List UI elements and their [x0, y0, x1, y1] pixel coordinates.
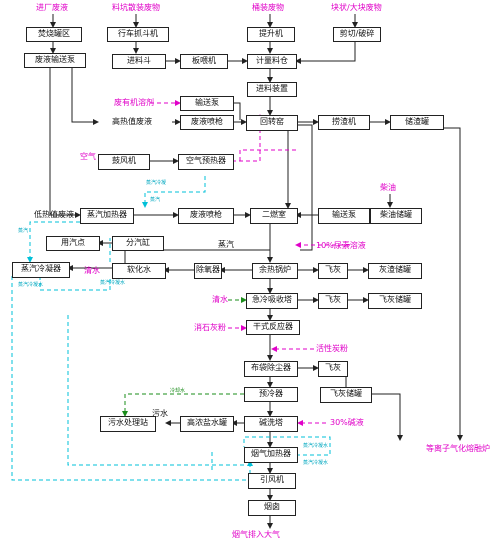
steam-line — [27, 221, 80, 263]
slag-remover-box: 捞渣机 — [318, 115, 370, 130]
flue-heater-box: 烟气加热器 — [244, 447, 298, 463]
steam-users-box: 用汽点 — [46, 236, 100, 251]
dry-reactor-box: 干式反应器 — [246, 320, 300, 335]
water2-label: 清水 — [212, 295, 228, 304]
steam-tiny-label-4: 蒸汽冷凝水 — [100, 280, 126, 286]
pre-cool-box: 预冷器 — [244, 387, 298, 402]
steam-line — [67, 315, 244, 466]
shredder-box: 剪切/破碎 — [333, 27, 381, 42]
steam-line — [142, 176, 206, 208]
nozzle2-box: 废液喷枪 — [178, 208, 234, 224]
ash-tank3-box: 飞灰储罐 — [320, 387, 372, 403]
condenser-box: 蒸汽冷凝器 — [12, 262, 70, 278]
wastewater-box: 污水处理站 — [100, 416, 156, 432]
flow-line — [71, 65, 99, 125]
flow-line — [157, 245, 271, 262]
water-line — [122, 393, 244, 417]
quench-box: 急冷吸收塔 — [246, 293, 298, 309]
waste-pump-box: 废液输送泵 — [24, 53, 86, 68]
input-drum-waste: 料坑散装废物 — [112, 3, 160, 12]
urea-label: 10%尿素溶液 — [316, 241, 366, 250]
air-label: 空气 — [80, 152, 96, 161]
steam-tiny-label-1: 蒸汽 — [150, 197, 161, 203]
caustic-label: 30%碱液 — [330, 418, 364, 427]
steam-tiny-label-3: 蒸汽冷凝水 — [18, 282, 44, 288]
brine-tank-box: 高浓盐水罐 — [180, 416, 234, 432]
steam-line — [11, 276, 253, 481]
sewage-label: 污水 — [152, 409, 168, 418]
exhaust-label: 烟气排入大气 — [232, 530, 280, 539]
ash2-box: 飞灰 — [318, 293, 348, 309]
steam-tiny-label-6: 蒸汽冷凝水 — [303, 460, 329, 466]
tank-area-box: 焚烧罐区 — [26, 27, 82, 42]
water1-label: 清水 — [84, 266, 100, 275]
delivery-pump-box: 输送泵 — [180, 96, 234, 111]
air-line — [239, 149, 296, 161]
stack-box: 烟囱 — [248, 500, 296, 516]
steam-tiny-label-5: 蒸汽冷凝水 — [303, 443, 329, 449]
high-heat-label: 高热值废液 — [112, 117, 152, 126]
lifter-box: 提升机 — [247, 27, 295, 42]
plasma-furnace-label: 等离子气化熔融炉 — [426, 444, 490, 453]
bag-filter-box: 布袋除尘器 — [244, 361, 298, 377]
ash-tank1-box: 灰渣储罐 — [368, 263, 422, 279]
organic-solvent-label: 废有机溶剂 — [114, 98, 154, 107]
flow-line — [296, 124, 313, 251]
boiler-box: 余热锅炉 — [252, 263, 298, 279]
blower-box: 鼓风机 — [98, 154, 150, 170]
fan-box: 引风机 — [248, 473, 296, 489]
carbon-label: 活性炭粉 — [316, 344, 348, 353]
delivery-pump2-box: 输送泵 — [318, 208, 370, 224]
input-feed-liquid: 进厂废液 — [36, 3, 68, 12]
ash3-box: 飞灰 — [318, 361, 348, 377]
input-block-waste: 块状/大块废物 — [331, 3, 382, 12]
steam-header-box: 分汽缸 — [112, 236, 164, 251]
air-preheater-box: 空气预热器 — [178, 154, 234, 170]
flow-line — [49, 65, 81, 218]
scrubber-box: 碱洗塔 — [244, 416, 298, 432]
flow-line — [232, 102, 241, 120]
steam-tiny-label-2: 蒸汽 — [18, 228, 29, 234]
steam-label: 蒸汽 — [218, 240, 234, 249]
ash1-box: 飞灰 — [318, 263, 348, 279]
deaerator-box: 除氧器 — [194, 263, 222, 279]
flow-line — [370, 393, 403, 441]
low-heat-label: 低热值废液 — [34, 210, 74, 219]
secondary-chamber-box: 二燃室 — [250, 208, 298, 224]
hopper-box: 进料斗 — [112, 54, 166, 69]
steam-heater-box: 蒸汽加热器 — [80, 208, 134, 224]
metering-bin-box: 计量料仓 — [247, 54, 297, 69]
flow-line — [295, 40, 356, 64]
diesel-tank-box: 柴油储罐 — [370, 208, 422, 224]
input-barrel-waste: 桶装废物 — [252, 3, 284, 12]
feeding-device-box: 进料装置 — [247, 82, 297, 97]
ash-tank2-box: 飞灰储罐 — [368, 293, 422, 309]
lime-label: 消石灰粉 — [194, 323, 226, 332]
steam-line — [243, 436, 331, 456]
kiln-box: 回转窑 — [246, 115, 298, 131]
crane-box: 行车抓斗机 — [107, 27, 169, 42]
steam-cond-tiny-label: 蒸汽冷凝 — [146, 180, 167, 186]
steam-line — [39, 276, 111, 291]
softener-box: 软化水 — [112, 263, 166, 279]
return-tiny-label: 冷却水 — [170, 388, 186, 394]
nozzle1-box: 废液喷枪 — [180, 115, 234, 130]
plate-feeder-box: 板喂机 — [180, 54, 228, 69]
flow-line — [420, 127, 463, 441]
slag-tank-box: 储渣罐 — [390, 115, 444, 130]
diesel-label: 柴油 — [380, 183, 396, 192]
